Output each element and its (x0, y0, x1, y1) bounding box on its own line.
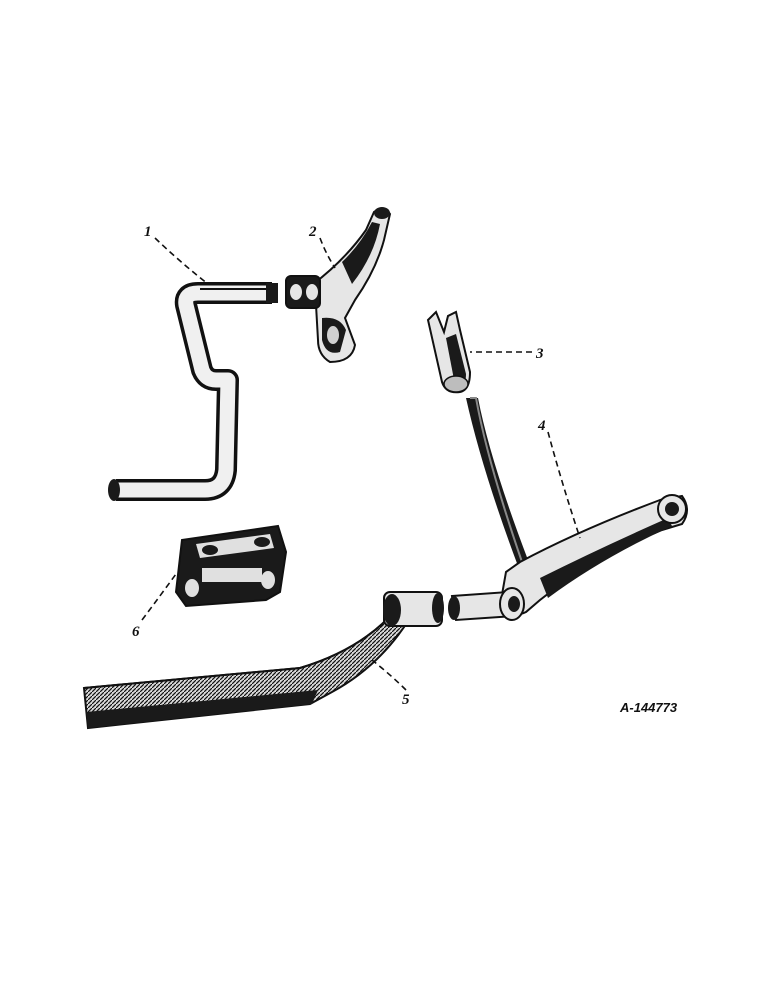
part-6-bracket (174, 524, 288, 608)
callout-2: 2 (308, 224, 317, 240)
part-4-shift-lever (448, 397, 688, 622)
callout-1: 1 (144, 224, 152, 240)
leader-2 (319, 237, 336, 269)
leader-5 (371, 659, 407, 691)
callout-3: 3 (535, 346, 544, 362)
part-2-shift-fork (285, 207, 392, 364)
callout-6: 6 (132, 624, 140, 640)
part-1-shift-rod (108, 282, 278, 501)
callout-4: 4 (537, 418, 546, 434)
callout-5: 5 (402, 692, 410, 708)
leader-1 (154, 237, 209, 285)
part-5-handle-lever (82, 591, 444, 730)
figure-id: A-144773 (619, 700, 678, 715)
leader-6 (141, 573, 177, 621)
leader-4 (547, 431, 581, 539)
part-3-clevis (426, 310, 472, 394)
